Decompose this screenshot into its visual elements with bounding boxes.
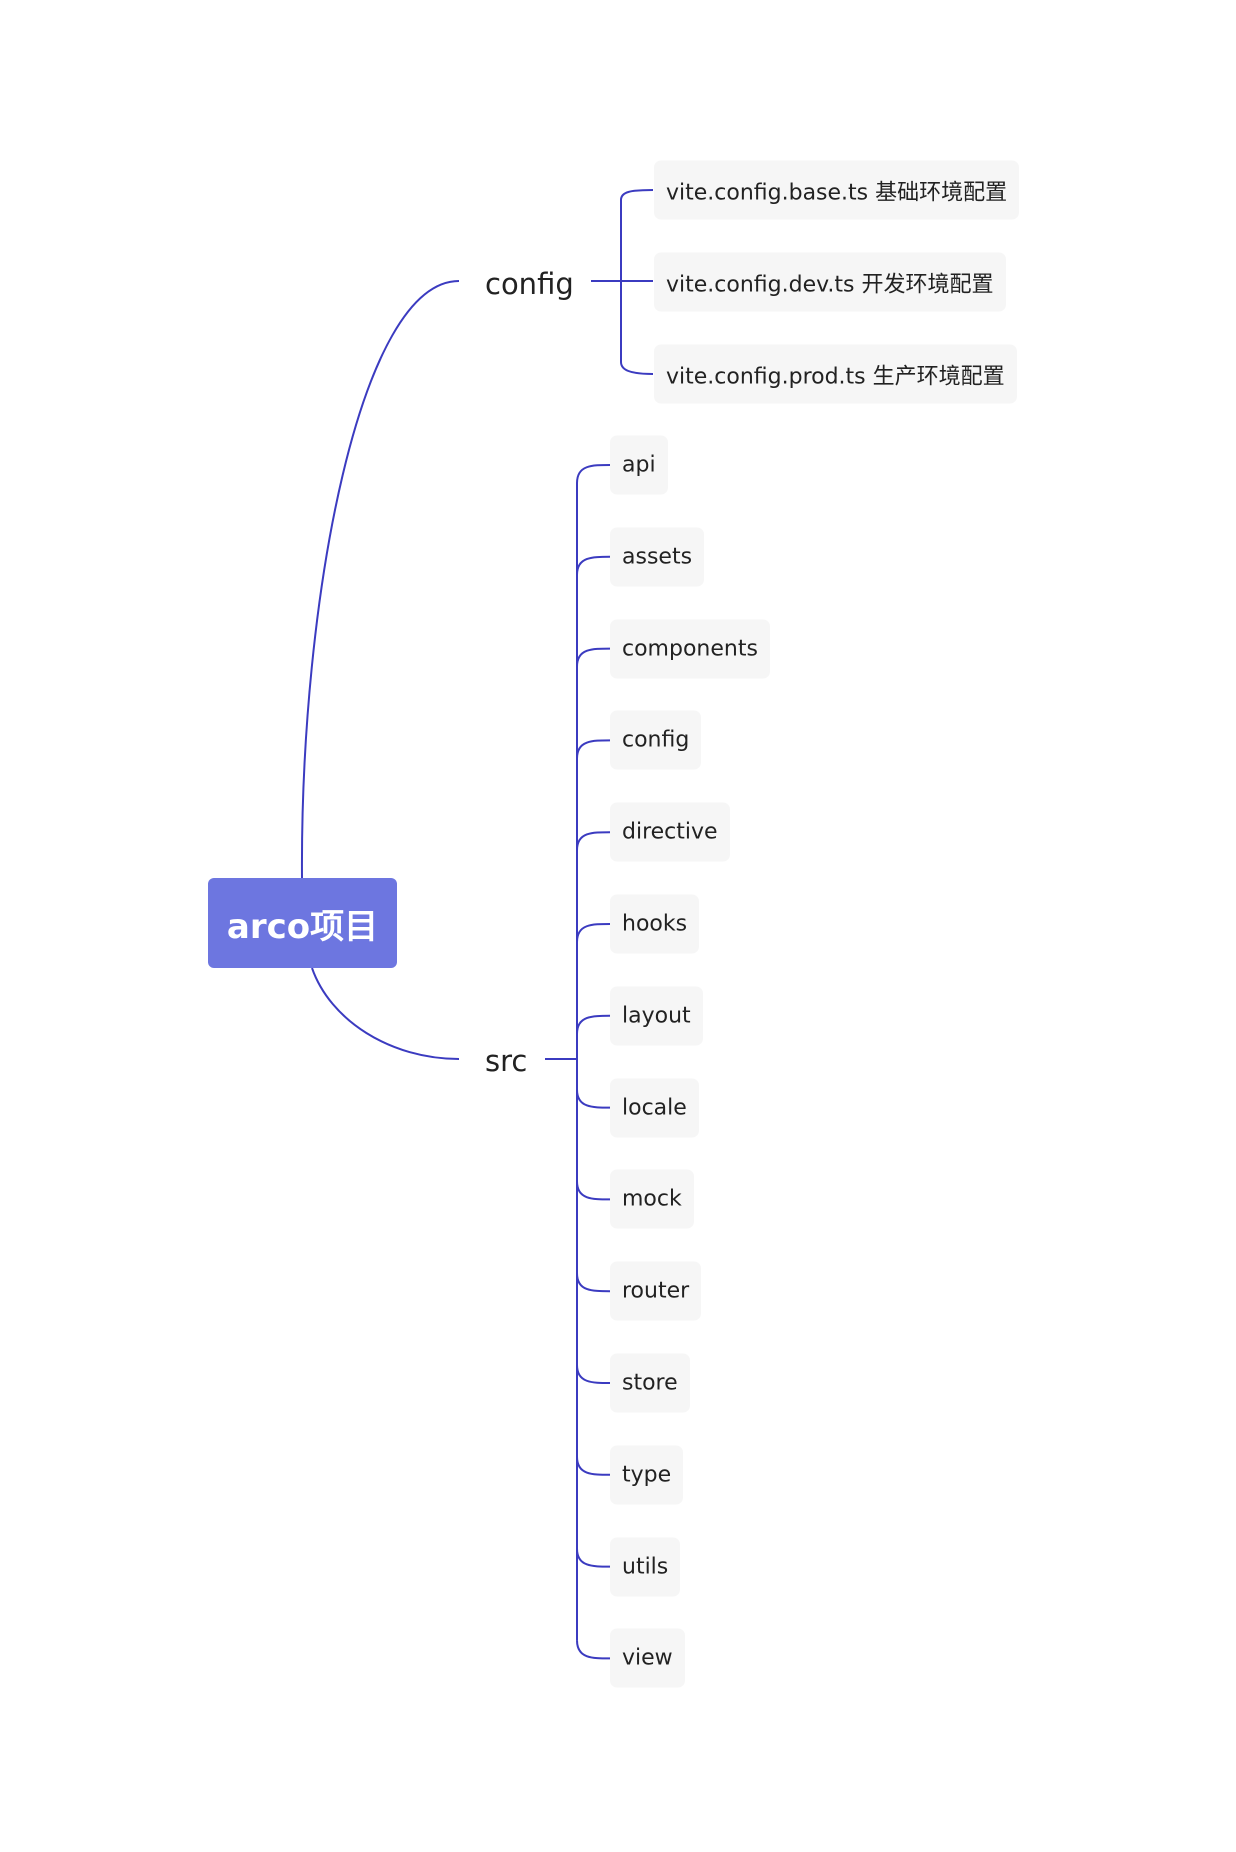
link-src-child (576, 1273, 611, 1293)
link-src-child (576, 464, 611, 484)
link-src-child (576, 1456, 611, 1476)
src-child-node-store[interactable]: store (610, 1353, 690, 1413)
link-src-child (576, 1014, 611, 1034)
config-child-node[interactable]: vite.config.dev.ts 开发环境配置 (654, 252, 1006, 312)
src-child-node-config[interactable]: config (610, 710, 702, 770)
src-child-node-assets[interactable]: assets (610, 527, 705, 587)
link-src-child (576, 647, 611, 667)
src-child-node-view[interactable]: view (610, 1628, 685, 1688)
src-child-node-components[interactable]: components (610, 619, 770, 679)
link-src-child (576, 1548, 611, 1568)
branch-node-src[interactable]: src (485, 1044, 528, 1078)
link-src-child (576, 739, 611, 759)
link-src-child (576, 555, 611, 575)
link-config-spine (620, 189, 654, 375)
link-src-child (576, 1364, 611, 1384)
config-child-node[interactable]: vite.config.prod.ts 生产环境配置 (654, 344, 1017, 404)
src-child-node-type[interactable]: type (610, 1445, 684, 1505)
link-src-child (576, 1089, 611, 1109)
root-node[interactable]: arco项目 (208, 878, 397, 968)
link-src-child (576, 1640, 611, 1660)
src-child-node-layout[interactable]: layout (610, 986, 703, 1046)
src-child-node-locale[interactable]: locale (610, 1078, 699, 1138)
src-child-node-api[interactable]: api (610, 435, 668, 495)
src-child-node-hooks[interactable]: hooks (610, 894, 700, 954)
src-child-node-directive[interactable]: directive (610, 802, 730, 862)
branch-node-config[interactable]: config (485, 267, 574, 301)
src-child-node-mock[interactable]: mock (610, 1169, 694, 1229)
link-root-src (311, 967, 460, 1060)
src-child-node-utils[interactable]: utils (610, 1537, 681, 1597)
link-src-child (576, 1181, 611, 1201)
link-src-child (576, 831, 611, 851)
link-root-config (300, 280, 460, 879)
src-child-node-router[interactable]: router (610, 1261, 702, 1321)
link-src-child (576, 923, 611, 943)
config-child-node[interactable]: vite.config.base.ts 基础环境配置 (654, 160, 1020, 220)
